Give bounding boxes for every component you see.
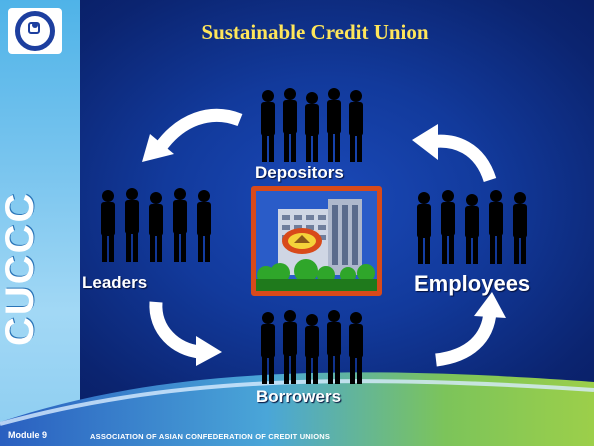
building-frame <box>251 186 382 296</box>
logo-icon <box>8 8 62 54</box>
bottom-wave <box>0 372 594 446</box>
people-group-icon <box>101 188 211 262</box>
label-leaders: Leaders <box>82 273 148 292</box>
label-depositors: Depositors <box>255 163 344 182</box>
people-group-icon <box>261 88 363 162</box>
arrow-top-left-icon <box>142 108 243 162</box>
arrow-bottom-right-icon <box>435 292 506 367</box>
arrow-bottom-left-icon <box>149 301 222 366</box>
module-label: Module 9 <box>8 430 48 440</box>
people-group-icon <box>417 190 527 264</box>
label-employees: Employees <box>414 271 531 296</box>
left-side-bar <box>0 0 80 446</box>
side-text: CUCCC <box>0 191 42 346</box>
footer-text: ASSOCIATION OF ASIAN CONFEDERATION OF CR… <box>90 432 331 441</box>
slide-title: Sustainable Credit Union <box>201 20 429 44</box>
people-group-icon <box>261 310 363 384</box>
arrow-top-right-icon <box>412 124 497 183</box>
label-borrowers: Borrowers <box>256 387 342 406</box>
building-icon <box>256 191 377 291</box>
